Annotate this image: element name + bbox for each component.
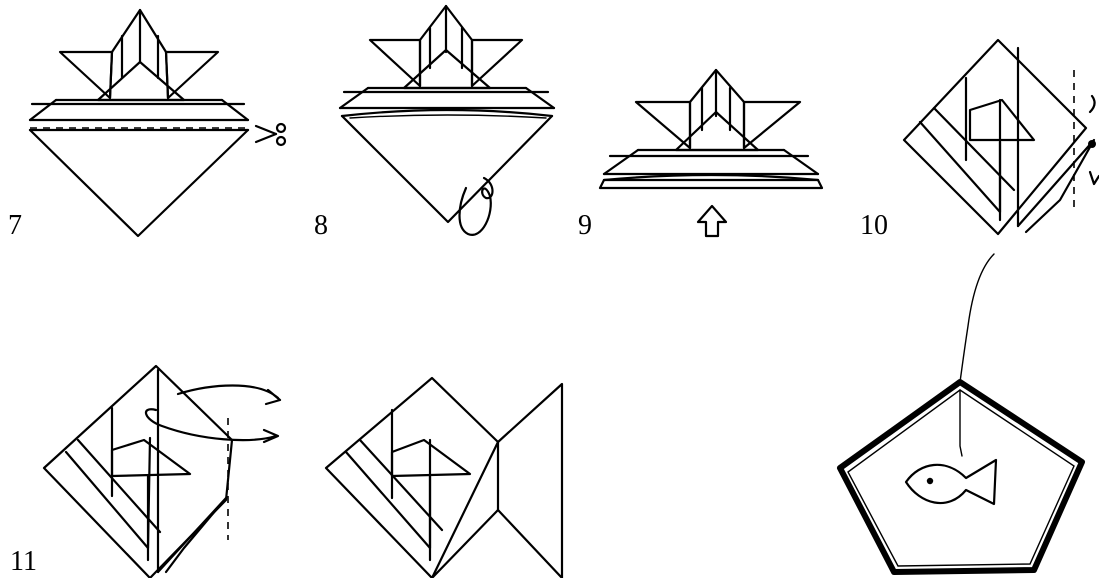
step-11-figure <box>44 366 280 578</box>
fish-sketch-icon <box>906 460 996 504</box>
step-9-figure <box>600 70 822 236</box>
open-up-arrow-icon <box>698 206 726 236</box>
step-7-figure <box>30 10 285 236</box>
scissors-icon <box>256 124 285 145</box>
finished-fish-figure <box>326 378 562 578</box>
step-8-figure <box>340 6 554 235</box>
step-10-figure <box>904 40 1099 234</box>
pivot-dot-icon <box>1088 140 1096 148</box>
hanging-pentagon-ornament <box>840 254 1082 572</box>
